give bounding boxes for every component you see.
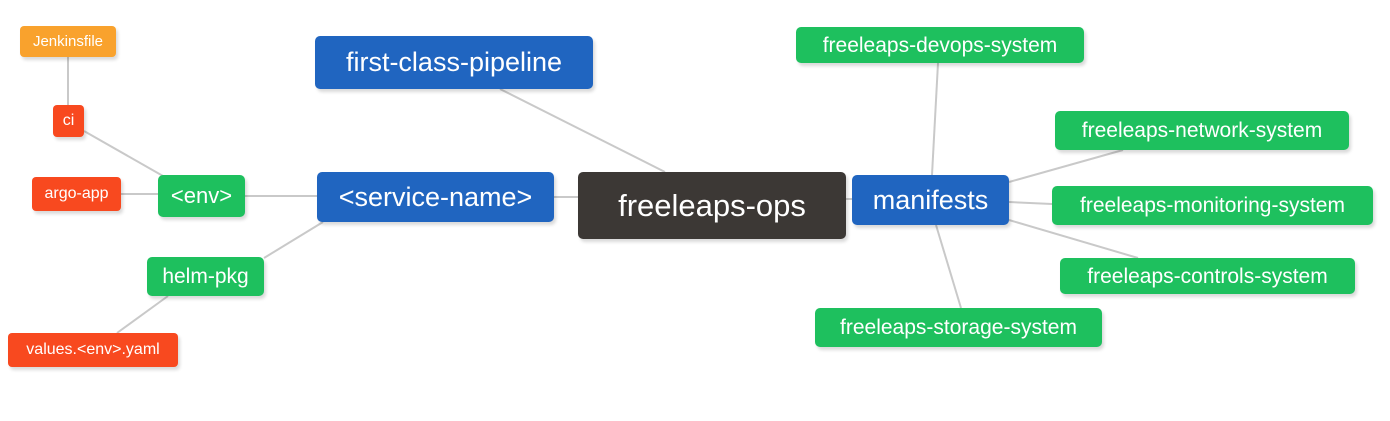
node-freeleaps-devops-system[interactable]: freeleaps-devops-system (796, 27, 1084, 63)
edge-manifests-monitoring-system (1008, 201, 1053, 205)
node-freeleaps-controls-system[interactable]: freeleaps-controls-system (1060, 258, 1355, 294)
edge-manifests-controls-system (1008, 219, 1139, 259)
node-manifests[interactable]: manifests (852, 175, 1009, 225)
node-service-name[interactable]: <service-name> (317, 172, 554, 222)
edge-values-helm-pkg (116, 295, 169, 334)
node-env[interactable]: <env> (158, 175, 245, 217)
edge-manifests-devops-system (931, 62, 939, 176)
node-helm-pkg[interactable]: helm-pkg (147, 257, 264, 296)
node-ci[interactable]: ci (53, 105, 84, 137)
node-freeleaps-network-system[interactable]: freeleaps-network-system (1055, 111, 1349, 150)
node-argo-app[interactable]: argo-app (32, 177, 121, 211)
edge-manifests-storage-system (935, 224, 962, 309)
edge-ci-env (83, 130, 164, 177)
node-freeleaps-ops[interactable]: freeleaps-ops (578, 172, 846, 239)
node-freeleaps-storage-system[interactable]: freeleaps-storage-system (815, 308, 1102, 347)
edge-pipeline-freeleaps-ops (499, 88, 666, 173)
edge-helm-pkg-service-name (263, 221, 324, 259)
node-values-env-yaml[interactable]: values.<env>.yaml (8, 333, 178, 367)
node-first-class-pipeline[interactable]: first-class-pipeline (315, 36, 593, 89)
node-freeleaps-monitoring-system[interactable]: freeleaps-monitoring-system (1052, 186, 1373, 225)
edge-manifests-network-system (1008, 149, 1124, 183)
node-jenkinsfile[interactable]: Jenkinsfile (20, 26, 116, 57)
